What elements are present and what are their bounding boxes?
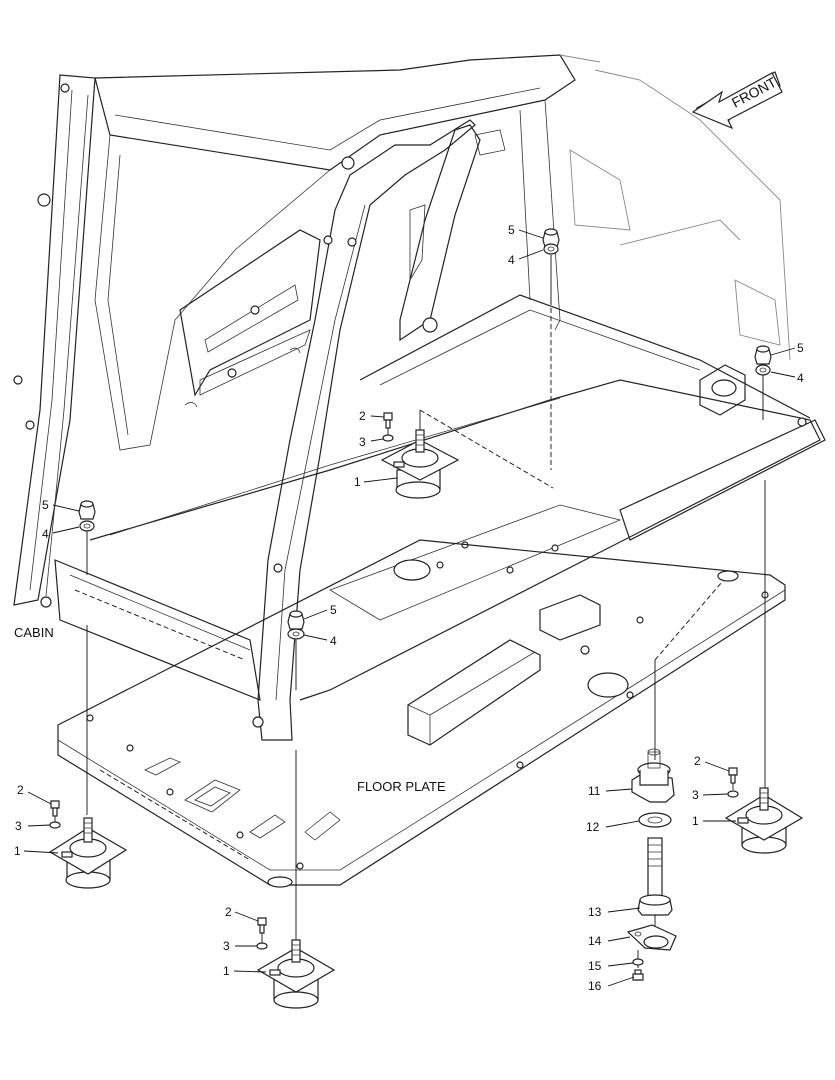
callout-3: 3	[359, 435, 366, 449]
callout-2: 2	[694, 754, 701, 768]
cabin-label: CABIN	[14, 625, 54, 640]
rubber-mount	[256, 939, 336, 1009]
rubber-mount	[724, 787, 804, 854]
callout-5: 5	[42, 498, 49, 512]
callout-3: 3	[223, 939, 230, 953]
callout-4: 4	[797, 371, 804, 385]
parts	[48, 228, 804, 1009]
callout-5: 5	[797, 341, 804, 355]
bolt-washer	[727, 767, 739, 798]
leader-lines	[23, 229, 796, 987]
callout-4: 4	[330, 634, 337, 648]
callout-13: 13	[588, 905, 602, 919]
nut-washer-stack	[78, 500, 96, 532]
callout-2: 2	[17, 783, 24, 797]
callout-16: 16	[588, 979, 602, 993]
callout-2: 2	[225, 905, 232, 919]
assembly-lines	[54, 255, 766, 968]
callout-12: 12	[586, 820, 600, 834]
callout-5: 5	[508, 223, 515, 237]
washer	[638, 812, 672, 828]
retainer-plate	[626, 924, 677, 951]
callout-14: 14	[588, 934, 602, 948]
stopper	[631, 748, 675, 803]
callout-5: 5	[330, 603, 337, 617]
screw	[632, 969, 644, 981]
callout-1: 1	[223, 964, 230, 978]
callout-3: 3	[15, 819, 22, 833]
long-bolt	[637, 837, 673, 916]
bolt-washer	[49, 800, 61, 829]
bolt-washer	[382, 412, 394, 442]
floor-plate-label: FLOOR PLATE	[357, 779, 446, 794]
callout-1: 1	[14, 844, 21, 858]
callout-numbers: 5 4 5 4 2 3 1 5 4 5 4 2 3 1 2 3 1 2 3 1 …	[14, 223, 804, 993]
rubber-mount	[380, 429, 460, 499]
lock-washer	[632, 958, 644, 966]
bolt-washer	[256, 917, 268, 950]
callout-15: 15	[588, 959, 602, 973]
rubber-mount	[48, 817, 128, 889]
callout-4: 4	[42, 527, 49, 541]
nut-washer-stack	[754, 345, 772, 376]
callout-1: 1	[354, 475, 361, 489]
nut-washer-stack	[542, 228, 560, 255]
callout-3: 3	[692, 788, 699, 802]
callout-2: 2	[359, 409, 366, 423]
callout-4: 4	[508, 253, 515, 267]
callout-11: 11	[588, 784, 601, 798]
front-arrow: FRONT	[691, 71, 783, 130]
nut-washer-stack	[287, 610, 305, 640]
cabin-frame	[13, 54, 826, 746]
callout-1: 1	[692, 814, 699, 828]
floor-plate	[57, 539, 786, 888]
